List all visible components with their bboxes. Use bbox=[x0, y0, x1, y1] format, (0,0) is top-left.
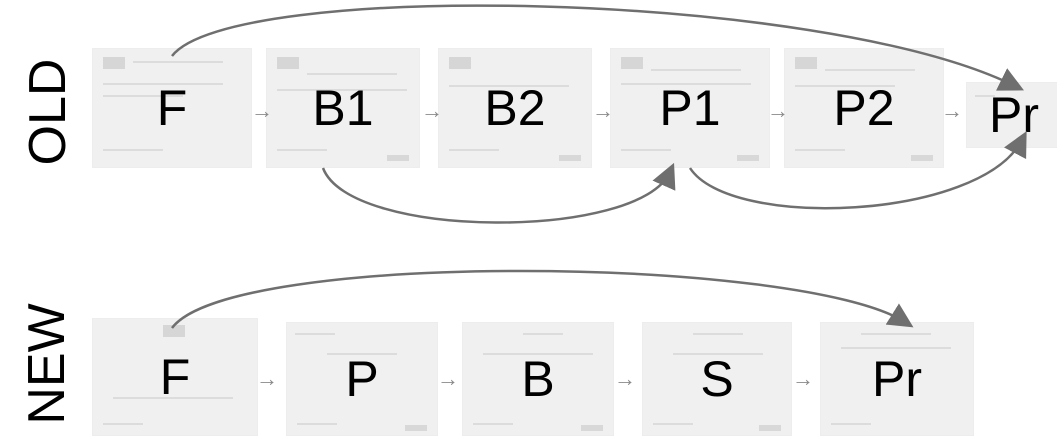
logo-placeholder bbox=[795, 57, 817, 69]
screen-label: B bbox=[521, 351, 555, 407]
old-screen-p1: P1 bbox=[610, 48, 770, 168]
old-arrow-3: → bbox=[592, 98, 614, 123]
screen-label: B2 bbox=[484, 80, 546, 136]
old-skip-curve-p1-to-pr bbox=[688, 131, 1027, 210]
logo-placeholder bbox=[103, 57, 125, 69]
logo-placeholder bbox=[163, 325, 185, 337]
old-screen-p2: P2 bbox=[784, 48, 944, 168]
new-screen-s: S bbox=[642, 322, 792, 436]
new-screen-p: P bbox=[286, 322, 438, 436]
old-arrow-4: → bbox=[767, 98, 789, 123]
screen-label: F bbox=[159, 349, 191, 405]
old-screen-b1: B1 bbox=[266, 48, 420, 168]
logo-placeholder bbox=[449, 57, 471, 69]
old-skip-curve-f-to-pr bbox=[171, 4, 1024, 91]
old-arrow-5: → bbox=[941, 98, 963, 123]
new-skip-curve-f-to-pr bbox=[171, 269, 914, 329]
screen-label: F bbox=[156, 80, 188, 136]
logo-placeholder bbox=[277, 57, 299, 69]
new-arrow-2: → bbox=[437, 366, 459, 391]
new-arrow-1: → bbox=[256, 366, 278, 391]
old-arrow-1: → bbox=[251, 98, 273, 123]
new-screen-pr: Pr bbox=[820, 322, 974, 436]
old-skip-curve-b1-to-p1 bbox=[321, 162, 676, 224]
logo-placeholder bbox=[621, 57, 643, 69]
old-arrow-2: → bbox=[421, 98, 443, 123]
new-arrow-4: → bbox=[792, 366, 814, 391]
new-screen-b: B bbox=[462, 322, 614, 436]
screen-label: P1 bbox=[659, 80, 721, 136]
new-screen-f: F bbox=[92, 318, 258, 436]
old-screen-b2: B2 bbox=[438, 48, 592, 168]
screen-label: B1 bbox=[312, 80, 374, 136]
screen-label: S bbox=[700, 351, 734, 407]
old-screen-f: F bbox=[92, 48, 252, 168]
screen-label: P bbox=[345, 351, 379, 407]
screen-label: P2 bbox=[833, 80, 895, 136]
screen-label: Pr bbox=[872, 351, 922, 407]
new-arrow-3: → bbox=[614, 366, 636, 391]
